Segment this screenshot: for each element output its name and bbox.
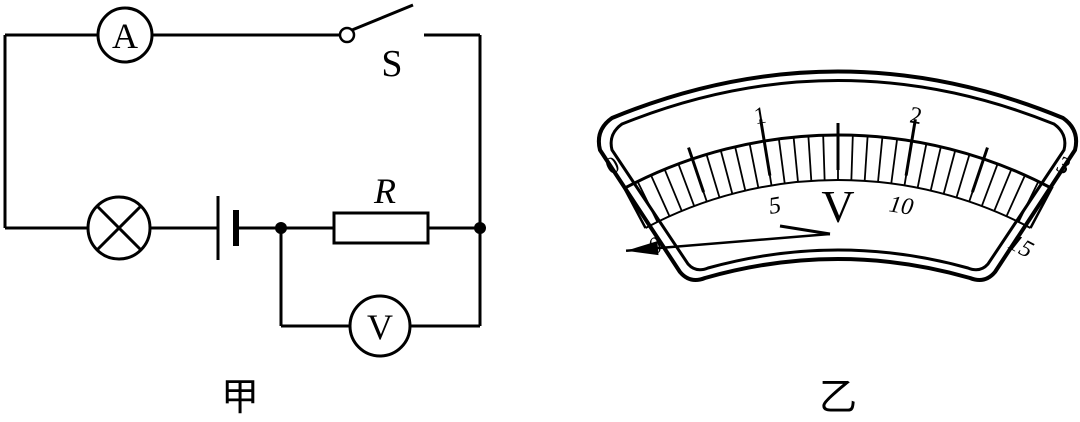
switch-pivot — [338, 26, 356, 44]
inner-scale-label-10: 10 — [887, 191, 915, 221]
outer-scale-label-2: 2 — [908, 103, 924, 131]
minor-tick — [650, 174, 671, 217]
voltmeter-face: 0 1 2 3 0 5 10 15 V — [596, 69, 1079, 282]
scale-left-edge — [622, 185, 647, 229]
minor-tick — [663, 168, 683, 212]
minor-tick — [890, 138, 899, 184]
minor-tick — [705, 154, 721, 198]
switch-label: S — [381, 43, 402, 85]
minor-tick — [1005, 174, 1026, 217]
junction-left — [275, 222, 287, 234]
major-tick — [904, 119, 917, 176]
minor-tick — [942, 150, 957, 195]
outer-scale-label-1: 1 — [752, 103, 768, 131]
minor-tick — [777, 138, 786, 184]
major-ticks — [687, 119, 989, 193]
minor-tick — [748, 143, 760, 188]
meter-unit-symbol: V — [821, 181, 854, 232]
minor-tick — [863, 135, 869, 181]
minor-tick — [807, 135, 813, 181]
minor-tick — [877, 137, 884, 183]
meter-caption: 乙 — [819, 375, 857, 419]
minor-tick — [1017, 181, 1040, 223]
minor-tick — [955, 154, 971, 198]
lamp-cross-b — [95, 204, 143, 252]
meter-case-inner — [609, 79, 1067, 272]
inner-scale-label-5: 5 — [767, 192, 783, 220]
meter-pointer — [625, 224, 831, 256]
major-tick — [971, 147, 989, 193]
pointer-tail — [779, 224, 831, 236]
major-tick — [759, 119, 772, 176]
minor-tick — [993, 168, 1013, 212]
minor-tick — [916, 143, 928, 188]
resistor — [332, 211, 430, 245]
scale-ticks — [636, 135, 1040, 223]
minor-tick — [929, 146, 942, 191]
circuit-caption: 甲 — [221, 375, 259, 419]
voltmeter — [348, 294, 412, 358]
circuit-diagram — [3, 3, 482, 358]
scale-inner-arc — [645, 179, 1031, 229]
junction-right — [474, 222, 486, 234]
scale-right-edge — [1029, 185, 1054, 229]
major-tick — [687, 147, 705, 193]
ammeter-symbol: A — [112, 16, 138, 56]
minor-tick — [980, 163, 999, 207]
minor-tick — [677, 163, 696, 207]
voltmeter-symbol: V — [367, 307, 393, 347]
minor-tick — [822, 135, 826, 181]
minor-tick — [734, 146, 747, 191]
pointer-arrowhead — [626, 241, 659, 256]
resistor-label: R — [373, 171, 396, 211]
ammeter — [96, 6, 154, 64]
minor-tick — [850, 135, 854, 181]
minor-tick — [719, 150, 734, 195]
pointer-shaft — [625, 232, 831, 253]
minor-tick — [792, 137, 799, 183]
minor-tick — [636, 181, 659, 223]
switch-blade — [351, 3, 414, 32]
